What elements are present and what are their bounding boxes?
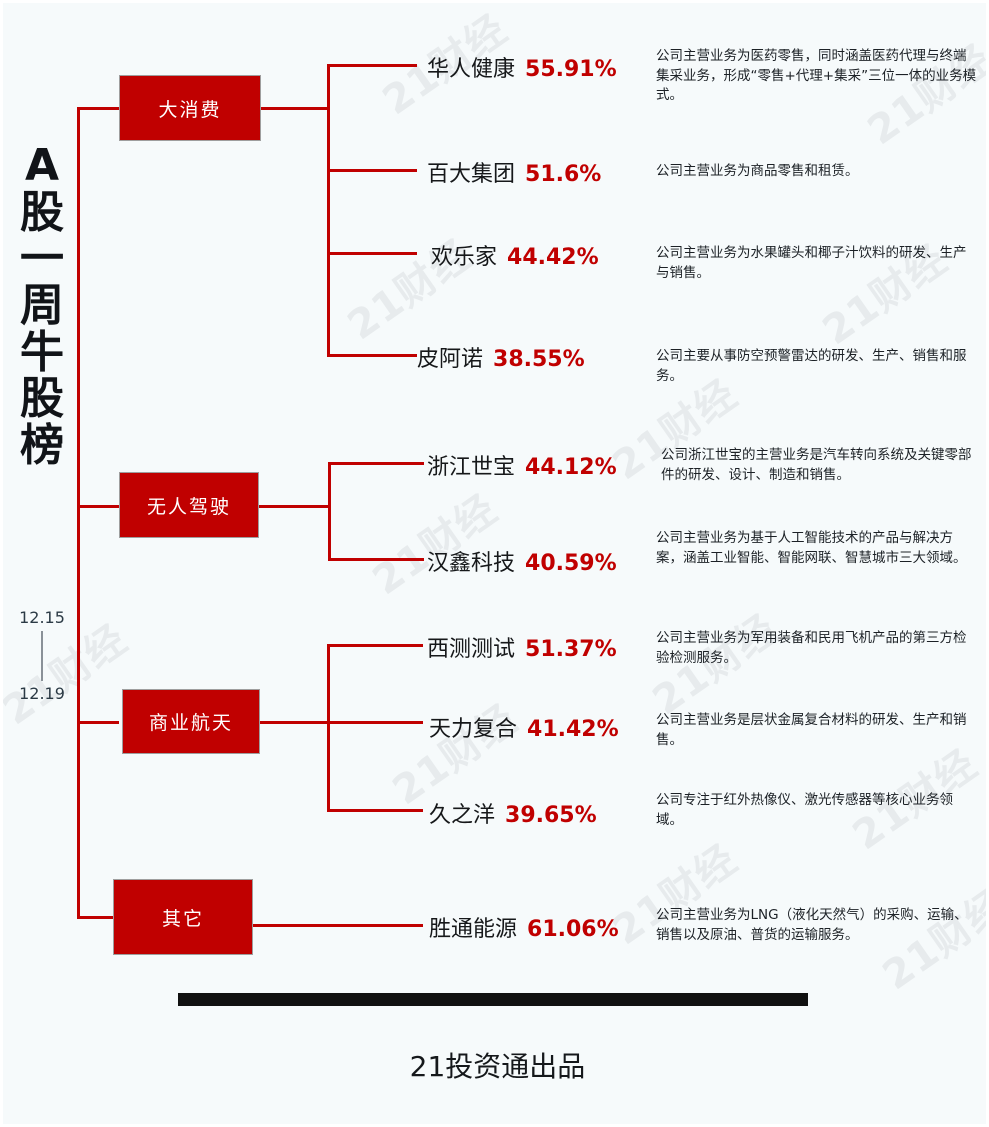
stock-row[interactable]: 欢乐家 44.42%: [431, 239, 599, 271]
stock-description: 公司主营业务是层状金属复合材料的研发、生产和销售。: [656, 712, 967, 748]
stock-description: 公司浙江世宝的主营业务是汽车转向系统及关键零部件的研发、设计、制造和销售。: [661, 447, 972, 483]
stock-pct: 44.42%: [507, 245, 599, 270]
category-label: 无人驾驶: [146, 495, 231, 518]
stock-description: 公司主营业务为基于人工智能技术的产品与解决方案，涵盖工业智能、智能网联、智慧城市…: [656, 530, 967, 566]
stock-pct: 51.37%: [525, 637, 617, 662]
stock-name: 胜通能源: [429, 917, 518, 942]
stock-pct: 55.91%: [525, 57, 617, 82]
title-char: 一: [20, 233, 64, 285]
stock-name: 汉鑫科技: [427, 551, 516, 576]
category-label: 大消费: [158, 98, 222, 121]
category-box-autodrive[interactable]: 无人驾驶: [119, 472, 259, 538]
stock-description: 公司专注于红外热像仪、激光传感器等核心业务领域。: [656, 792, 953, 828]
date-end: 12.19: [19, 683, 65, 703]
branch-stem-aerospace: [260, 721, 330, 724]
stock-description: 公司主营业务为商品零售和租赁。: [656, 163, 859, 179]
stock-name: 皮阿诺: [417, 347, 484, 372]
category-box-other[interactable]: 其它: [113, 879, 253, 955]
stock-description: 公司主营业务为军用装备和民用飞机产品的第三方检验检测服务。: [656, 630, 967, 666]
stock-name: 华人健康: [427, 57, 516, 82]
stock-name: 百大集团: [427, 162, 516, 187]
stock-pct: 41.42%: [527, 717, 619, 742]
title-char: 榜: [20, 419, 64, 471]
stock-row[interactable]: 汉鑫科技 40.59%: [427, 545, 617, 577]
leaf-line-7: [327, 644, 423, 647]
category-label: 商业航天: [148, 712, 233, 734]
title-char: 股: [20, 186, 64, 238]
branch-spine-aerospace: [327, 644, 330, 812]
leaf-line-10: [253, 924, 423, 927]
stock-description: 公司主营业务为LNG（液化天然气）的采购、运输、销售以及原油、普货的运输服务。: [656, 907, 968, 943]
stock-name: 浙江世宝: [427, 455, 516, 480]
trunk-stub-autodrive: [77, 505, 119, 508]
date-range: 12.15 12.19: [5, 609, 79, 702]
stock-row[interactable]: 西测测试 51.37%: [427, 631, 617, 663]
stock-row[interactable]: 华人健康 55.91%: [427, 51, 617, 83]
stock-pct: 38.55%: [493, 347, 585, 372]
leaf-line-8: [327, 721, 423, 724]
branch-spine-consumer: [327, 64, 330, 357]
leaf-line-9: [327, 809, 423, 812]
stock-pct: 39.65%: [505, 803, 597, 828]
category-box-aerospace[interactable]: 商业航天: [122, 689, 260, 754]
stock-row[interactable]: 皮阿诺 38.55%: [417, 341, 585, 373]
stock-row[interactable]: 百大集团 51.6%: [427, 156, 601, 188]
leaf-line-2: [327, 169, 417, 172]
branch-stem-autodrive: [259, 505, 331, 508]
leaf-line-3: [327, 252, 417, 255]
stock-description: 公司主营业务为水果罐头和椰子汁饮料的研发、生产与销售。: [656, 245, 967, 281]
leaf-line-4: [327, 354, 417, 357]
date-divider: [41, 630, 43, 681]
trunk-stub-consumer: [77, 107, 119, 110]
leaf-line-1: [327, 64, 417, 67]
title-char: 股: [20, 373, 64, 425]
trunk-stub-other: [77, 916, 119, 919]
leaf-line-6: [328, 558, 424, 561]
stock-pct: 61.06%: [527, 917, 619, 942]
stock-row[interactable]: 浙江世宝 44.12%: [427, 449, 617, 481]
trunk-vertical-line: [77, 107, 80, 919]
title-char: A: [24, 140, 60, 191]
watermark: 21财经: [364, 486, 506, 605]
stock-name: 久之洋: [429, 803, 496, 828]
stock-description: 公司主要从事防空预警雷达的研发、生产、销售和服务。: [656, 348, 967, 384]
trunk-stub-aerospace: [77, 721, 119, 724]
date-start: 12.15: [19, 608, 65, 627]
stock-name: 西测测试: [427, 637, 516, 662]
stock-row[interactable]: 胜通能源 61.06%: [429, 911, 619, 943]
stock-pct: 40.59%: [525, 551, 617, 576]
footer-divider-bar: [178, 993, 808, 1006]
category-label: 其它: [161, 907, 204, 930]
stock-row[interactable]: 天力复合 41.42%: [429, 711, 619, 743]
stock-row[interactable]: 久之洋 39.65%: [429, 797, 597, 829]
page-title: A 股 一 周 牛 股 榜: [11, 140, 73, 471]
title-char: 牛: [20, 326, 64, 378]
stock-pct: 44.12%: [525, 455, 617, 480]
title-char: 周: [20, 279, 64, 331]
leaf-line-5: [328, 462, 424, 465]
stock-pct: 51.6%: [525, 162, 602, 187]
category-box-consumer[interactable]: 大消费: [119, 75, 261, 141]
stock-description: 公司主营业务为医药零售，同时涵盖医药代理与终端集采业务，形成“零售+代理+集采”…: [656, 48, 977, 104]
branch-stem-consumer: [261, 107, 329, 110]
stock-name: 天力复合: [429, 717, 518, 742]
footer-text: 21投资通出品: [409, 1050, 586, 1083]
branch-spine-autodrive: [328, 462, 331, 561]
stock-name: 欢乐家: [431, 245, 498, 270]
